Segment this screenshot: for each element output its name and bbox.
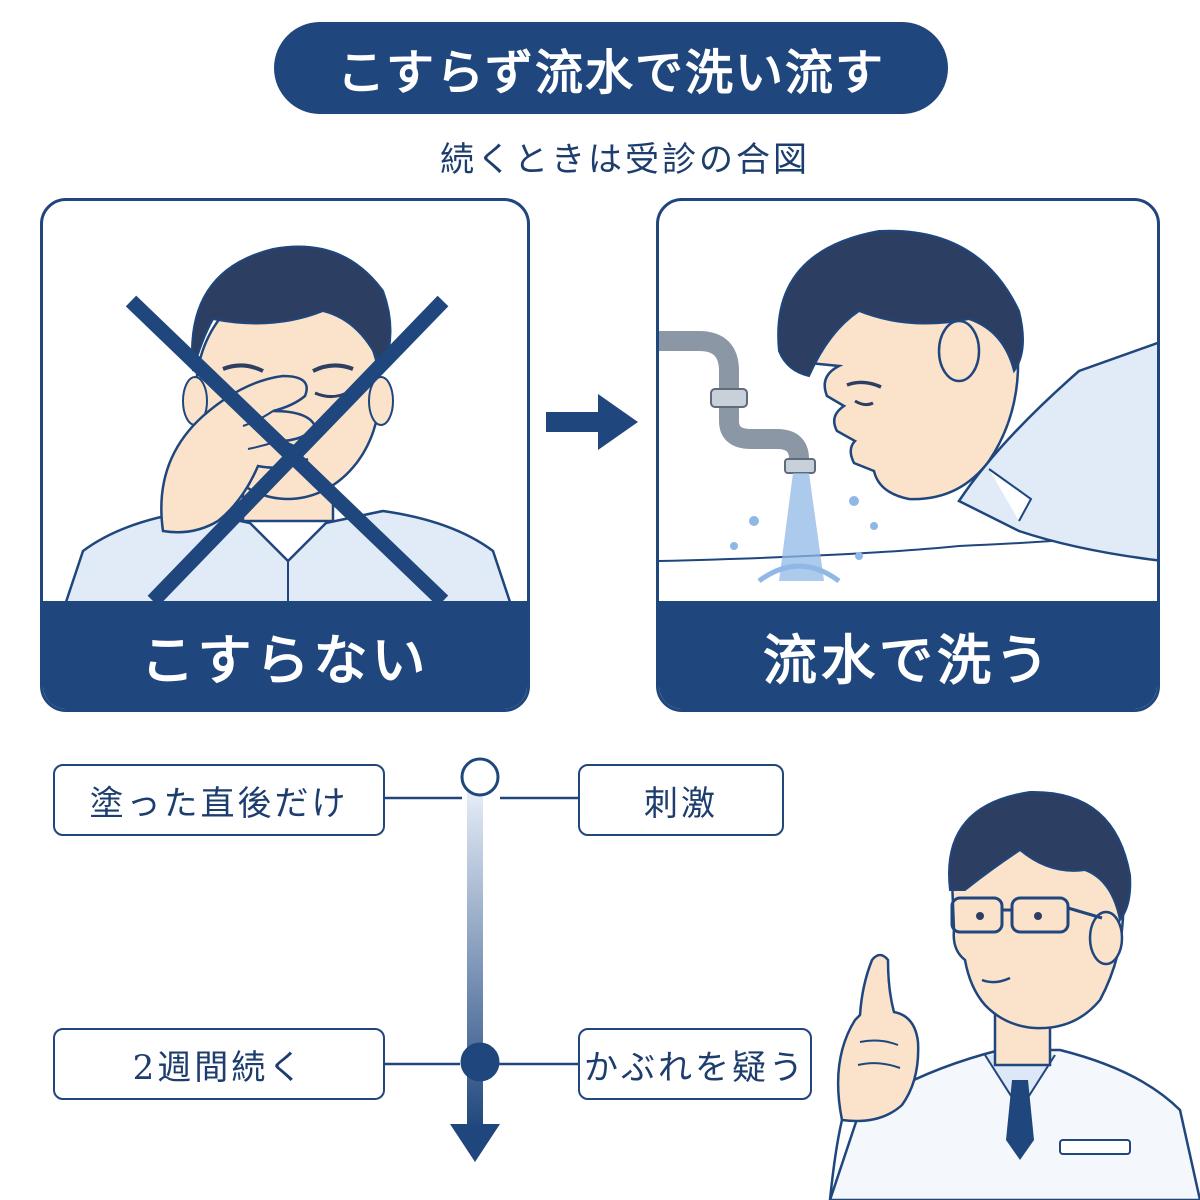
page-title: こすらず流水で洗い流す [336, 45, 886, 101]
label-suspect-dermatitis: かぶれを疑う [578, 1028, 812, 1100]
label-just-after-applying: 塗った直後だけ [53, 764, 385, 836]
panel-no-rubbing-label: こすらない [43, 601, 527, 709]
faucet-icon [659, 331, 816, 474]
panel-rinse-water: 流水で洗う [656, 198, 1160, 712]
cross-mark-icon [125, 295, 449, 607]
rinsing-face-illustration [659, 229, 1157, 584]
timeline-start-node [460, 757, 500, 797]
timeline-bar [467, 790, 483, 1130]
down-arrow-icon [450, 1124, 500, 1162]
label-irritation: 刺激 [578, 764, 784, 836]
right-arrow-icon [546, 394, 638, 450]
panel-no-rubbing: こすらない [40, 198, 530, 712]
panel-rinse-water-label: 流水で洗う [659, 601, 1157, 709]
doctor-illustration [828, 790, 1200, 1200]
timeline-end-node [460, 1042, 500, 1082]
label-lasts-two-weeks: 2週間続く [53, 1028, 385, 1100]
rubbing-eye-illustration [61, 245, 515, 611]
title-banner: こすらず流水で洗い流す [274, 22, 948, 114]
page-subtitle: 続くときは受診の合図 [440, 140, 810, 180]
